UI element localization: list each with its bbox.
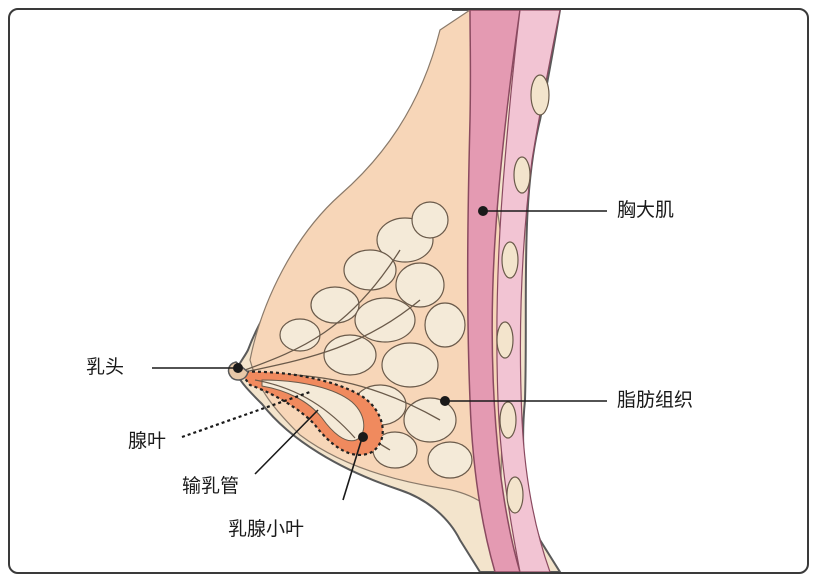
dot-lobule <box>358 432 368 442</box>
leader-dots <box>233 206 488 442</box>
leader-duct <box>254 409 319 475</box>
rib-ovals <box>496 74 550 514</box>
label-nipple: 乳头 <box>86 356 125 378</box>
label-fat-tissue: 脂肪组织 <box>617 389 694 411</box>
dot-pectoral <box>478 206 488 216</box>
leader-lines <box>152 210 607 501</box>
label-milk-duct: 输乳管 <box>182 475 240 497</box>
label-lobule: 乳腺小叶 <box>228 518 305 540</box>
label-pectoral-muscle: 胸大肌 <box>617 199 675 221</box>
label-gland-lobe: 腺叶 <box>128 430 167 452</box>
dot-fat <box>440 396 450 406</box>
dot-nipple <box>233 363 243 373</box>
leader-gland <box>181 390 311 439</box>
leader-lobule <box>342 437 363 501</box>
lobule-clusters <box>279 201 473 479</box>
